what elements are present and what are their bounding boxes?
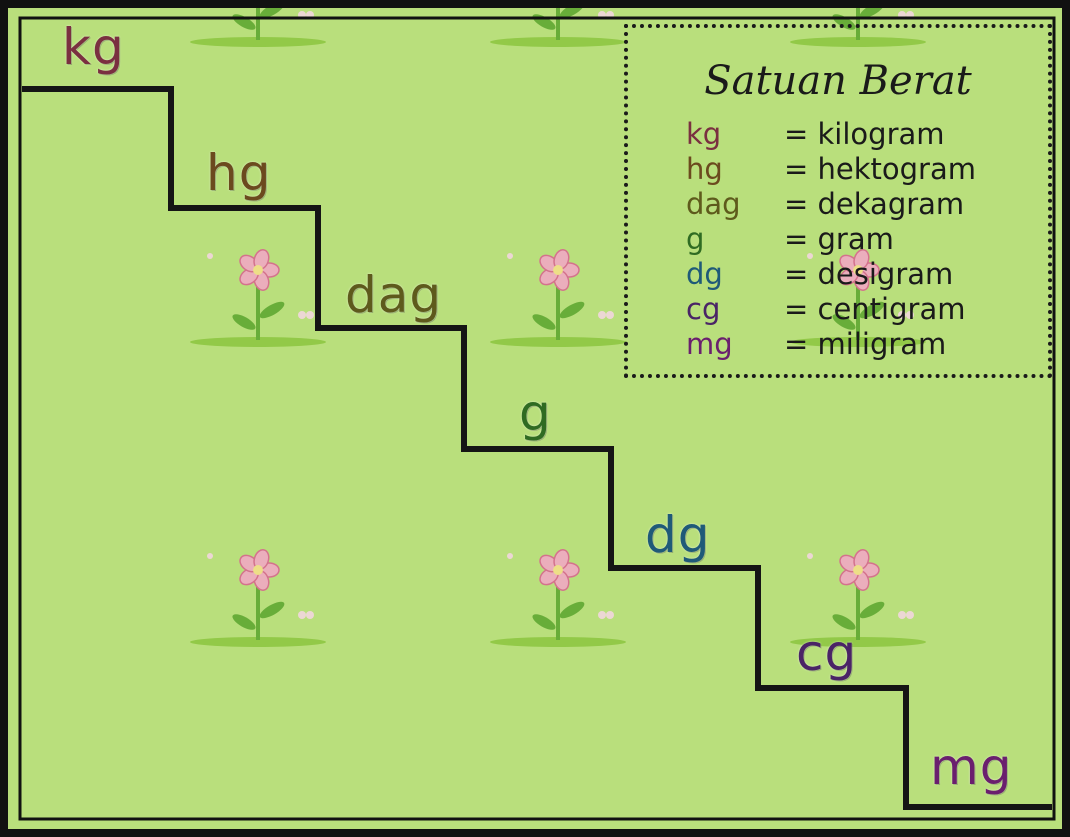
flower-icon	[190, 249, 326, 347]
legend-abbr: hg	[686, 152, 723, 186]
legend-definition: = miligram	[784, 327, 947, 361]
legend-row-g: g = gram	[686, 225, 894, 254]
butterfly-icon	[807, 553, 914, 619]
legend-row-cg: cg = centigram	[686, 295, 965, 324]
legend-definition: = centigram	[784, 292, 966, 326]
legend-abbr: mg	[686, 327, 733, 361]
butterfly-icon	[807, 253, 914, 319]
legend-abbr: cg	[686, 292, 721, 326]
legend-row-hg: hg = hektogram	[686, 155, 976, 184]
flower-icon	[790, 549, 926, 647]
legend-abbr: dag	[686, 187, 741, 221]
step-label-dg: dg	[645, 506, 711, 564]
butterfly-icon	[207, 553, 314, 619]
legend-abbr: g	[686, 222, 705, 256]
flower-icon	[790, 249, 926, 347]
legend-definition: = dekagram	[784, 187, 965, 221]
flower-icon	[490, 549, 626, 647]
legend-definition: = gram	[784, 222, 894, 256]
legend-row-dag: dag = dekagram	[686, 190, 964, 219]
legend-abbr: dg	[686, 257, 723, 291]
butterfly-icon	[207, 253, 314, 319]
step-label-mg: mg	[930, 738, 1013, 796]
legend-definition: = kilogram	[784, 117, 945, 151]
inner-frame	[18, 16, 1056, 821]
flower-icon	[490, 249, 626, 347]
step-label-g: g	[519, 384, 552, 442]
legend-title: Satuan Berat	[704, 58, 972, 104]
step-label-cg: cg	[796, 624, 858, 682]
legend-abbr: kg	[686, 117, 722, 151]
step-label-hg: hg	[206, 144, 272, 202]
legend-box: Satuan Berat kg= kilogram hg= hektogram …	[624, 24, 1052, 378]
butterfly-icon	[507, 253, 614, 319]
staircase-line	[22, 86, 1052, 810]
butterfly-icon	[507, 553, 614, 619]
legend-row-kg: kg = kilogram	[686, 120, 945, 149]
step-label-dag: dag	[345, 266, 443, 324]
legend-definition: = hektogram	[784, 152, 976, 186]
flower-icon	[190, 549, 326, 647]
step-label-kg: kg	[62, 18, 125, 76]
legend-row-dg: dg = desigram	[686, 260, 953, 289]
legend-row-mg: mg = miligram	[686, 330, 946, 359]
legend-definition: = desigram	[784, 257, 954, 291]
